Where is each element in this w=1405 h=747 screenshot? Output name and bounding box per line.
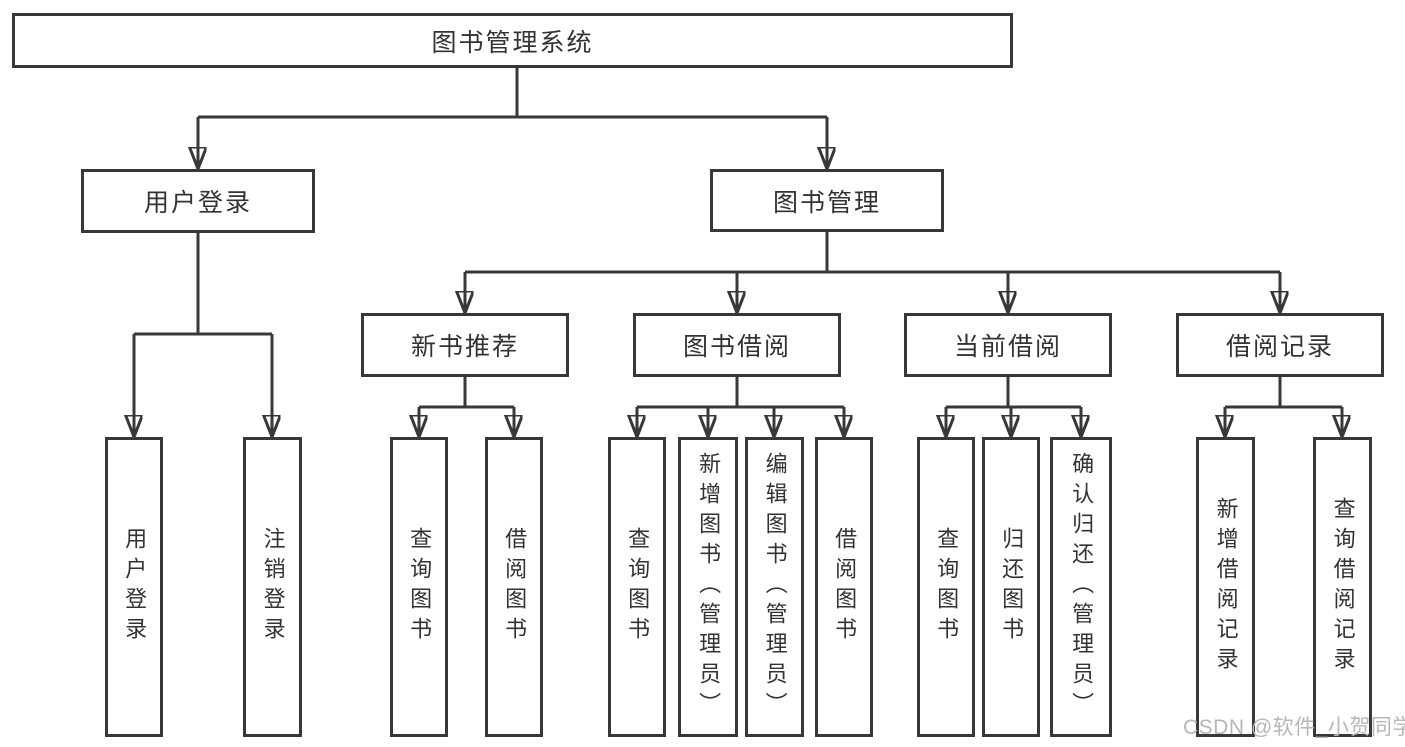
node-book-borrow: 图书借阅 [633,313,841,377]
node-book-management: 图书管理 [710,169,944,232]
connector-user-login [134,233,272,435]
leaf-borrow-query-books: 查询图书 [608,437,666,737]
connector-borrow-records [1225,377,1342,435]
leaf-add-books-admin: 新增图书（管理员） [678,437,738,737]
connector-current-borrow [946,377,1081,435]
node-user-login: 用户登录 [81,169,315,233]
leaf-user-login: 用户登录 [105,437,163,737]
leaf-logout: 注销登录 [243,437,302,737]
connector-book-management [465,232,1280,311]
leaf-recommend-query-books: 查询图书 [390,437,448,737]
csdn-watermark: CSDN @软件_小贺同学 [1183,716,1405,739]
leaf-add-borrow-record: 新增借阅记录 [1196,437,1255,737]
leaf-edit-books-admin: 编辑图书（管理员） [745,437,804,737]
leaf-recommend-borrow-books: 借阅图书 [485,437,543,737]
leaf-return-books: 归还图书 [982,437,1040,737]
node-borrow-records: 借阅记录 [1176,313,1384,377]
node-new-book-recommend: 新书推荐 [361,313,569,377]
leaf-query-borrow-record: 查询借阅记录 [1313,437,1372,737]
connector-root [198,68,827,167]
node-current-borrow: 当前借阅 [904,313,1112,377]
node-root-system: 图书管理系统 [12,13,1013,68]
leaf-current-query-books: 查询图书 [917,437,975,737]
leaf-borrow-books: 借阅图书 [815,437,873,737]
connector-new-book-recommend [419,377,514,435]
connector-book-borrow [637,377,844,435]
leaf-confirm-return-admin: 确认归还（管理员） [1050,437,1112,737]
